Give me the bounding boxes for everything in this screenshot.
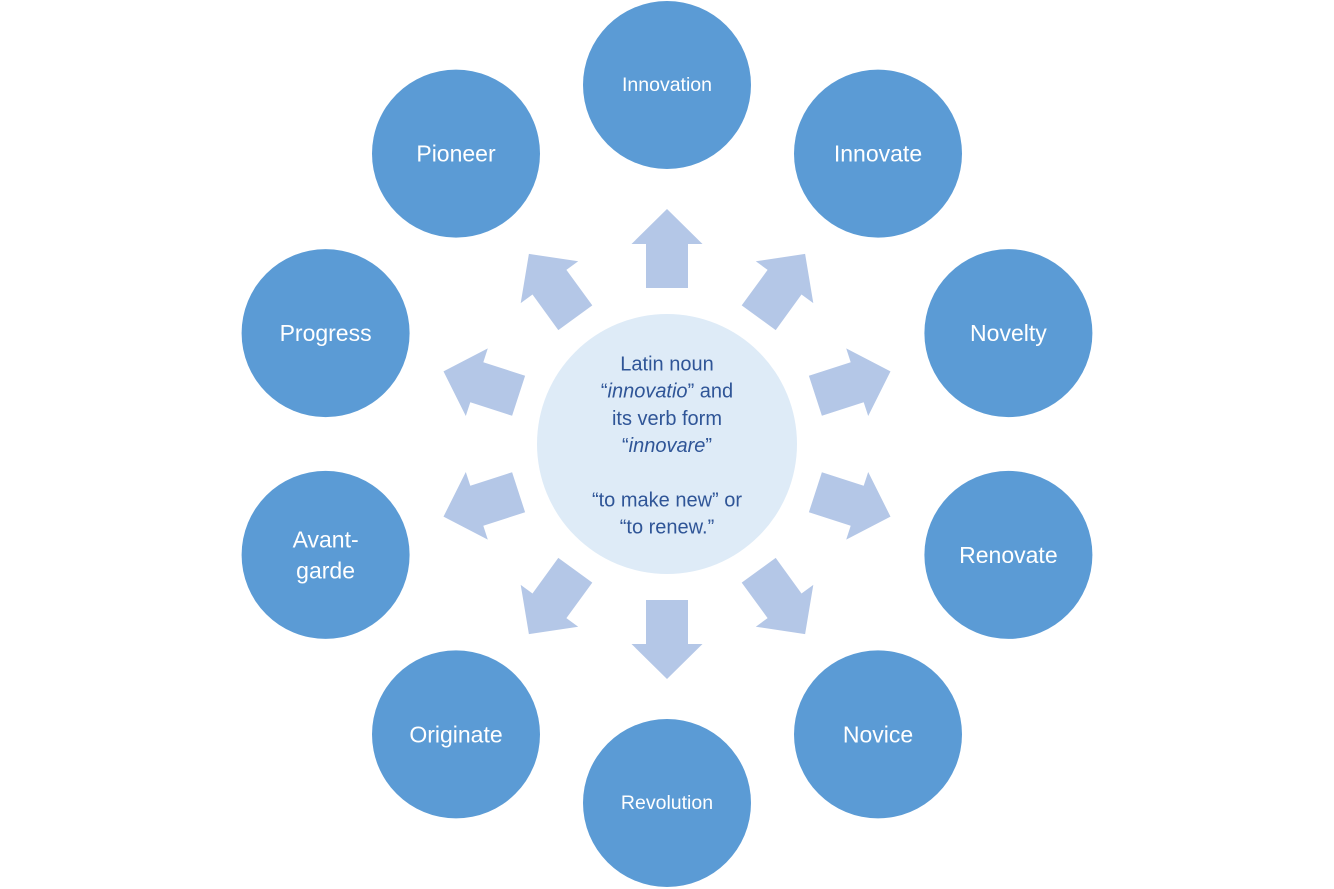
node-circle	[241, 470, 410, 639]
node-novice: Novice	[794, 650, 962, 819]
node-label: Novelty	[970, 320, 1047, 346]
node-circle	[372, 650, 540, 819]
node-label: Revolution	[621, 792, 713, 814]
center-text-line: “to make new” or	[592, 489, 742, 511]
node-originate: Originate	[372, 650, 540, 819]
node-circle	[794, 650, 962, 819]
node-novelty: Novelty	[924, 249, 1093, 418]
node-revolution: Revolution	[583, 719, 751, 887]
node-label: Innovation	[622, 74, 712, 96]
node-label: Progress	[280, 320, 372, 346]
node-innovate: Innovate	[794, 69, 962, 238]
node-circle	[794, 69, 962, 238]
center-text-line: Latin noun	[620, 353, 713, 375]
node-label: Innovate	[834, 141, 922, 167]
center-node: Latin noun “innovatio” and its verb form “i…	[537, 314, 797, 574]
node-innovation: Innovation	[583, 1, 751, 169]
node-avant-garde: Avant-garde	[241, 470, 410, 639]
node-label: Pioneer	[416, 141, 496, 167]
node-label: Avant-	[293, 526, 359, 552]
node-label: Renovate	[959, 542, 1057, 568]
arrow-to-avant-garde-icon	[443, 472, 526, 540]
center-text-line: “innovatio” and	[601, 381, 733, 403]
outer-nodes-layer: InnovationInnovateNoveltyRenovateNoviceR…	[241, 1, 1093, 887]
arrow-to-progress-icon	[443, 348, 526, 416]
arrow-to-originate-icon	[520, 557, 593, 635]
center-text-line: “innovare”	[622, 435, 712, 457]
center-circle	[537, 314, 797, 574]
node-circle	[583, 719, 751, 887]
node-circle	[924, 470, 1093, 639]
arrow-to-innovate-icon	[741, 253, 814, 331]
center-text-line: its verb form	[612, 408, 722, 430]
node-label: garde	[296, 557, 355, 583]
arrow-to-novelty-icon	[808, 348, 891, 416]
arrow-to-renovate-icon	[808, 472, 891, 540]
node-circle	[583, 1, 751, 169]
arrow-to-revolution-icon	[631, 600, 703, 679]
center-text-line: “to renew.”	[620, 517, 714, 539]
arrow-to-innovation-icon	[631, 209, 703, 288]
node-circle	[372, 69, 540, 238]
node-circle	[241, 249, 410, 418]
node-renovate: Renovate	[924, 470, 1093, 639]
node-label: Novice	[843, 721, 913, 747]
node-circle	[924, 249, 1093, 418]
arrow-to-novice-icon	[741, 557, 814, 635]
node-progress: Progress	[241, 249, 410, 418]
node-label: Originate	[409, 721, 502, 747]
arrow-to-pioneer-icon	[520, 253, 593, 331]
arrows-layer	[443, 209, 891, 679]
node-pioneer: Pioneer	[372, 69, 540, 238]
